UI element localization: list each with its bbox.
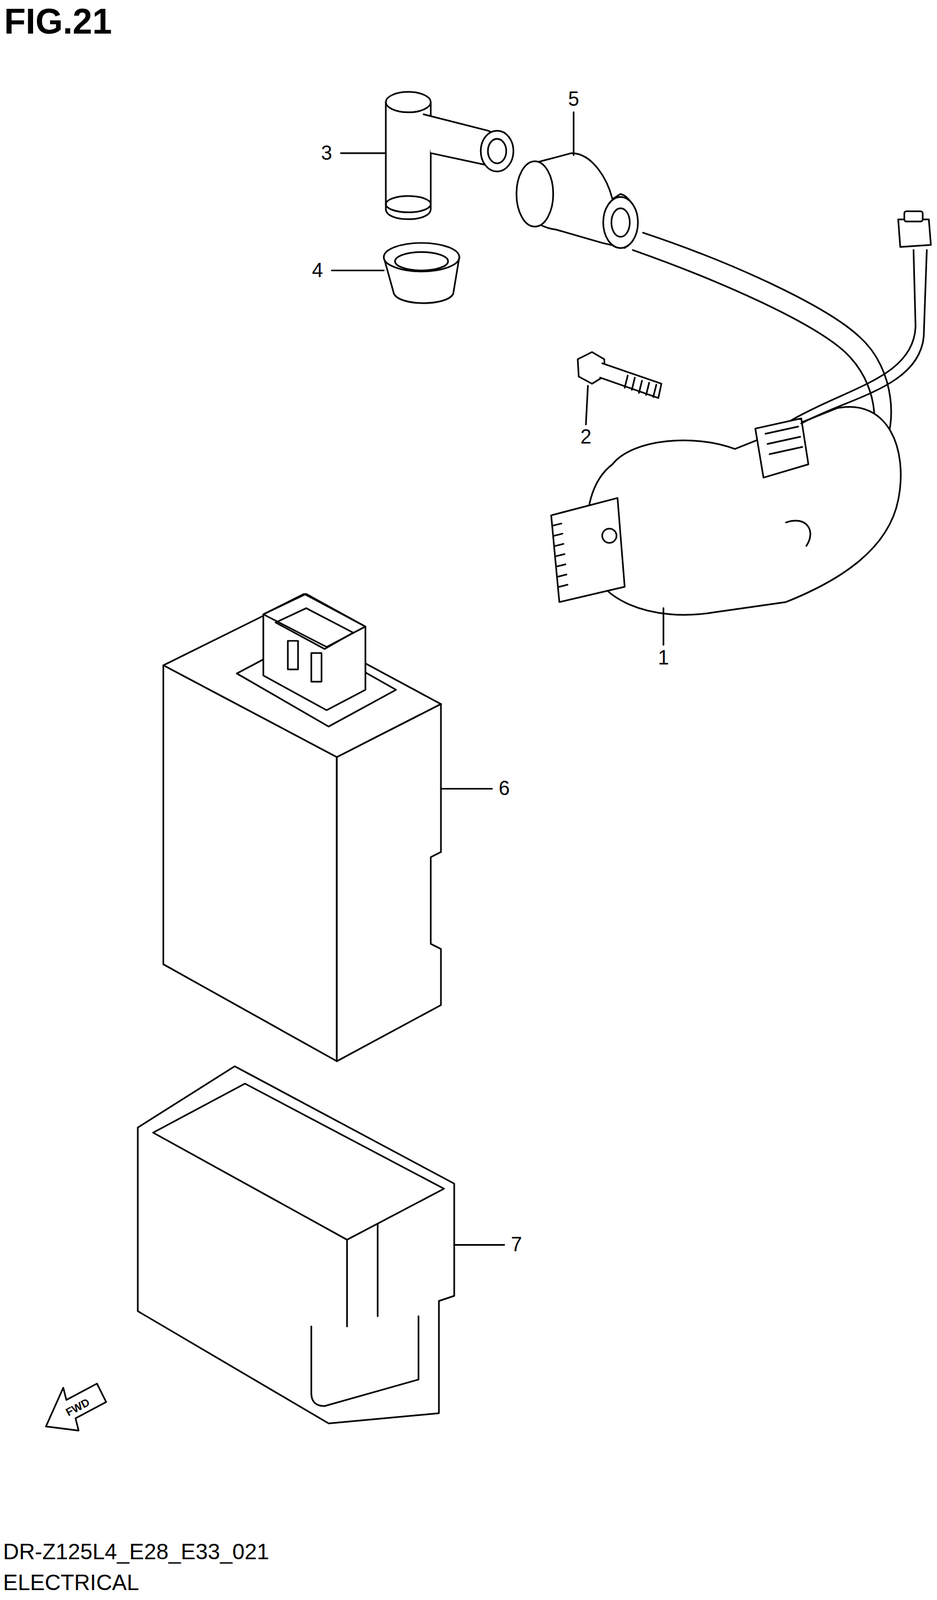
ignition-coil xyxy=(551,211,931,615)
drawing-code: DR-Z125L4_E28_E33_021 xyxy=(3,1541,270,1564)
plug-cap xyxy=(385,92,514,220)
section-name: ELECTRICAL xyxy=(3,1571,140,1595)
callout-number: 6 xyxy=(498,778,510,799)
grommet xyxy=(516,153,638,249)
bolt xyxy=(577,352,662,398)
callout-number: 5 xyxy=(568,89,580,110)
callout-number: 2 xyxy=(580,427,592,448)
callout-number: 4 xyxy=(311,260,323,281)
callout-number: 3 xyxy=(321,143,333,164)
callout-number: 1 xyxy=(658,648,670,669)
cdi-unit xyxy=(163,594,441,1062)
forward-arrow xyxy=(45,1384,106,1431)
callout-number: 7 xyxy=(510,1235,522,1256)
figure-title: FIG.21 xyxy=(3,3,112,40)
leader-lines xyxy=(331,112,664,1246)
cdi-holder xyxy=(137,1066,455,1424)
cap-seal xyxy=(383,243,460,304)
